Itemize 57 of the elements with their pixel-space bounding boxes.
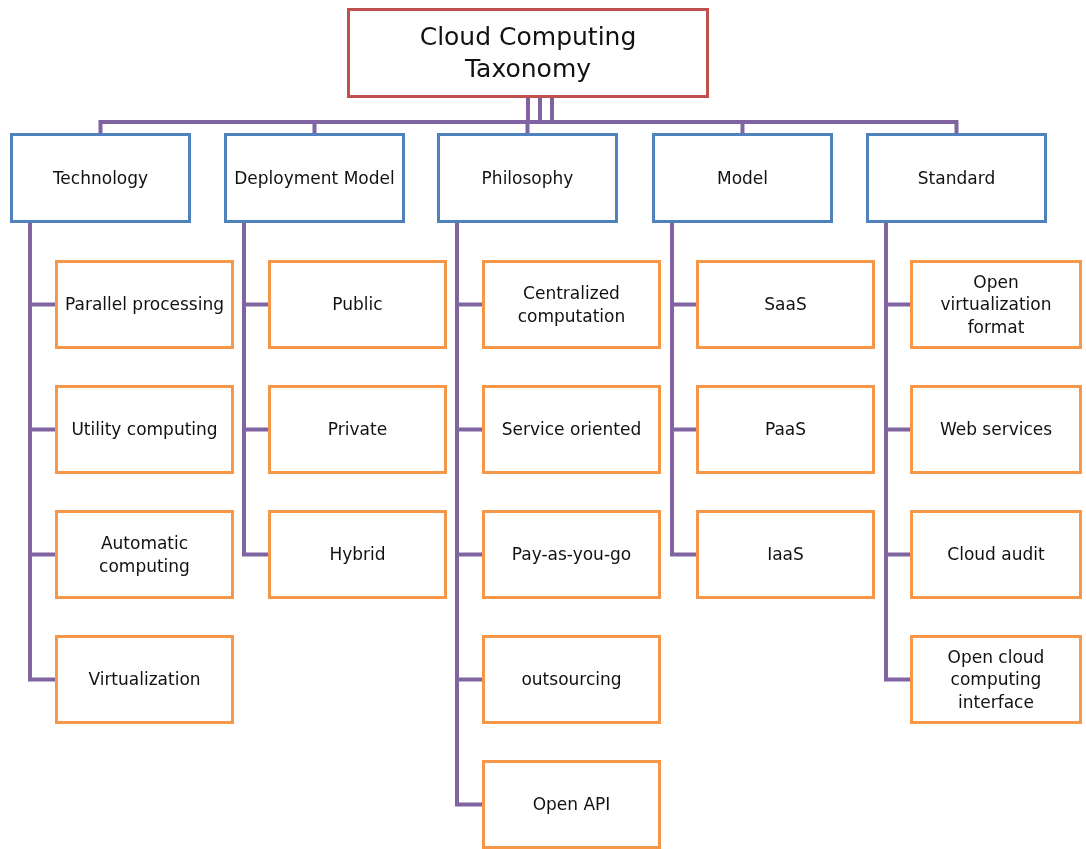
box-label: Open virtualization format (939, 271, 1053, 338)
box-label: Hybrid (329, 543, 386, 566)
connector-line (538, 98, 745, 133)
box-label: Parallel processing (65, 293, 224, 316)
title-box (347, 8, 709, 98)
box-label: outsourcing (521, 668, 622, 691)
category-box (10, 133, 191, 223)
category-box (866, 133, 1047, 223)
box-label: Philosophy (481, 166, 574, 190)
box-label: IaaS (767, 543, 804, 566)
connector-line (28, 223, 55, 682)
item-box (268, 510, 447, 599)
box-label: Standard (917, 166, 996, 190)
category-box (437, 133, 618, 223)
connector-line (884, 223, 910, 682)
connector-line (550, 98, 959, 133)
box-label: Utility computing (71, 418, 218, 441)
box-label: Centralized computation (516, 282, 627, 327)
item-box (910, 635, 1082, 724)
box-label: Virtualization (88, 668, 201, 691)
item-box (482, 510, 661, 599)
connector-line (242, 223, 268, 557)
box-label: Deployment Model (234, 166, 395, 190)
item-box (268, 385, 447, 474)
item-box (696, 260, 875, 349)
box-label: Technology (52, 166, 149, 190)
box-label: Public (332, 293, 383, 316)
connector-line (670, 223, 696, 557)
box-label: Cloud Computing Taxonomy (418, 20, 638, 85)
box-label: Automatic computing (98, 532, 191, 577)
box-label: Service oriented (501, 418, 642, 441)
box-label: Model (716, 166, 768, 190)
item-box (696, 510, 875, 599)
box-label: Open API (532, 793, 611, 816)
box-label: Private (327, 418, 388, 441)
box-label: SaaS (764, 293, 807, 316)
box-label: Cloud audit (947, 543, 1045, 566)
item-box (482, 385, 661, 474)
box-label: Open cloud computing interface (946, 646, 1046, 713)
item-box (910, 510, 1082, 599)
item-box (482, 260, 661, 349)
item-box (910, 385, 1082, 474)
box-label: Pay-as-you-go (511, 543, 632, 566)
box-label: PaaS (764, 418, 807, 441)
item-box (55, 635, 234, 724)
item-box (55, 385, 234, 474)
item-box (55, 510, 234, 599)
item-box (268, 260, 447, 349)
item-box (910, 260, 1082, 349)
item-box (482, 760, 661, 849)
item-box (696, 385, 875, 474)
box-label: Web services (939, 418, 1053, 441)
item-box (482, 635, 661, 724)
item-box (55, 260, 234, 349)
category-box (652, 133, 833, 223)
category-box (224, 133, 405, 223)
connector-line (525, 98, 530, 133)
